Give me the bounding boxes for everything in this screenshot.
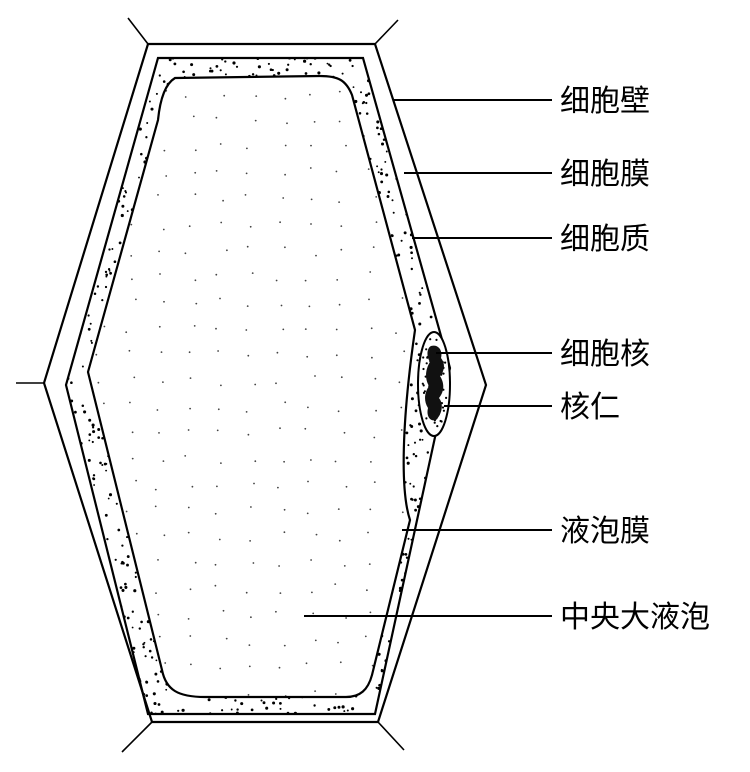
cell-membrane-outline [64,56,452,716]
adjacent-wall-bottom-right [377,721,405,751]
label-vacuole-membrane: 液泡膜 [560,514,650,549]
label-central-vacuole: 中央大液泡 [560,600,710,635]
label-nucleolus: 核仁 [560,390,620,425]
adjacent-wall-top-left [127,17,149,45]
adjacent-wall-bottom-left [121,721,153,753]
label-cytoplasm: 细胞质 [560,222,650,257]
label-nucleus: 细胞核 [560,337,650,372]
nucleolus [425,345,444,421]
cytoplasm-stipple [66,58,450,714]
adjacent-wall-top-right [374,19,399,45]
label-cell-membrane: 细胞膜 [560,157,650,192]
vacuole-membrane-outline [86,74,417,699]
label-cell-wall: 细胞壁 [560,84,650,119]
